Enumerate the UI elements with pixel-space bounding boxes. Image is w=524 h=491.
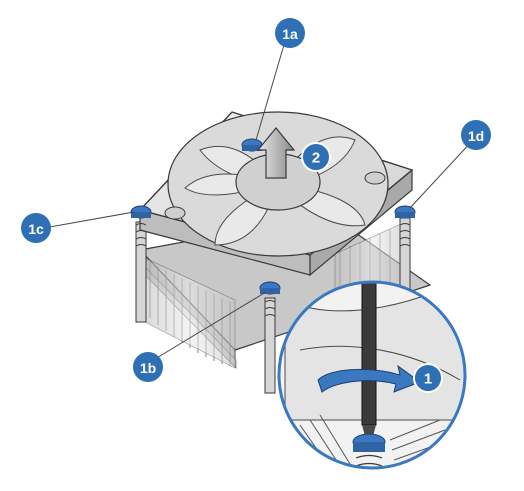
zoom-ring [277, 280, 467, 470]
callout-step-2: 2 [301, 142, 331, 172]
callout-1a: 1a [275, 18, 305, 48]
callout-1b-label: 1b [140, 360, 156, 376]
screw-1d [394, 205, 416, 247]
callout-1d: 1d [461, 120, 491, 150]
corner-screws [164, 171, 386, 220]
callout-step-1: 1 [413, 363, 443, 393]
callout-1a-label: 1a [282, 26, 298, 42]
leader-lines [43, 37, 474, 363]
screw-1c [130, 205, 152, 247]
callout-1d-label: 1d [468, 128, 484, 144]
callout-step-2-label: 2 [312, 150, 320, 167]
arrow-up-icon [256, 127, 296, 179]
screw-1b [259, 281, 281, 317]
callout-1c: 1c [21, 213, 51, 243]
callout-1c-label: 1c [28, 221, 44, 237]
callout-step-1-label: 1 [424, 371, 432, 388]
callout-1b: 1b [133, 352, 163, 382]
screwdriver [361, 282, 377, 426]
